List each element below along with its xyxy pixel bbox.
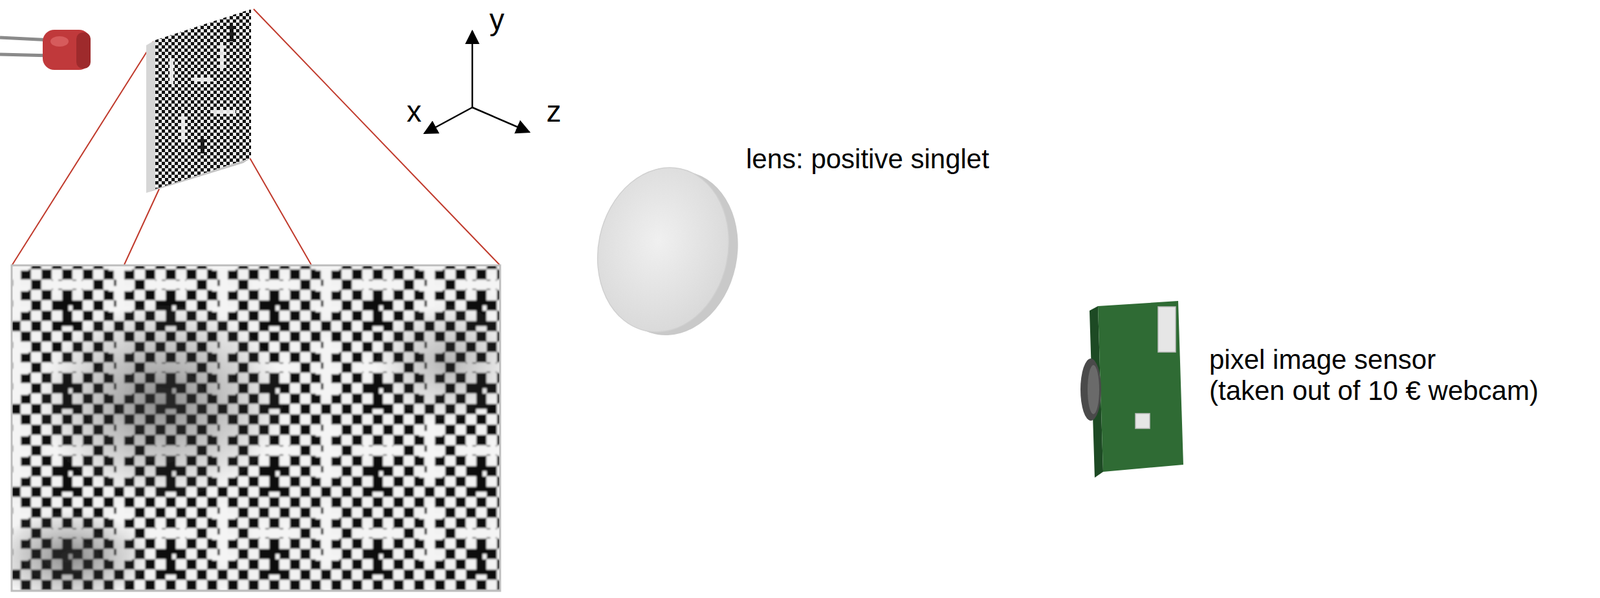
- positive-singlet-lens: [582, 155, 754, 348]
- led-highlight: [50, 36, 69, 47]
- connector: [1158, 306, 1176, 352]
- zoom-leader-lines: [12, 9, 500, 265]
- led-body-shade: [76, 32, 91, 69]
- chip: [1135, 413, 1150, 429]
- chart-edge: [146, 40, 156, 193]
- led-body: [42, 29, 91, 70]
- part-label: pixel image sensor: [1209, 344, 1436, 376]
- part-note: (taken out of 10 € webcam): [1209, 375, 1539, 407]
- zoom-leader: [124, 188, 160, 265]
- blur-spot: [375, 304, 501, 421]
- y-axis: [471, 31, 474, 108]
- image-sensor-board: [1080, 300, 1184, 478]
- zoom-frame: [11, 265, 501, 591]
- zoom-leader: [249, 157, 312, 265]
- zoomed-chart-view: [0, 265, 518, 598]
- test-chart: [146, 9, 252, 193]
- blur-spot: [11, 511, 149, 591]
- board-face: [1097, 300, 1184, 472]
- axis-label: z: [546, 94, 562, 129]
- chart-face: [155, 9, 252, 189]
- sensor-lens-barrel: [1087, 364, 1100, 415]
- zoom-leader: [253, 9, 500, 265]
- blur-spot: [38, 304, 285, 499]
- z-axis: [472, 107, 530, 132]
- axis-label: x: [406, 94, 422, 129]
- part-label: lens: positive singlet: [745, 143, 990, 175]
- lens-face: [582, 155, 745, 345]
- chart-marks: [169, 25, 236, 154]
- coordinate-axes: [424, 31, 530, 134]
- x-axis: [424, 107, 473, 134]
- led-source: [0, 29, 91, 70]
- sensor-lens-barrel: [1080, 358, 1102, 421]
- zoom-leader: [12, 41, 154, 265]
- axis-label: y: [489, 2, 505, 37]
